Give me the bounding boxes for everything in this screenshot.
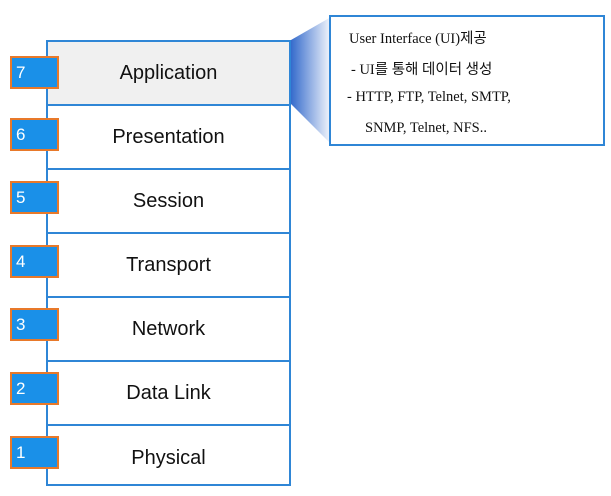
application-layer-callout: User Interface (UI)제공 - UI를 통해 데이터 생성 - … — [329, 15, 605, 146]
layer-number-badge: 4 — [10, 245, 59, 278]
layer-label: Network — [131, 317, 206, 340]
layer-label: Application — [119, 61, 218, 84]
layer-label: Session — [132, 189, 205, 212]
layer-label: Data Link — [126, 381, 211, 404]
layer-label: Presentation — [112, 125, 225, 148]
layer-number-badge: 3 — [10, 308, 59, 341]
layer-number-badge: 7 — [10, 56, 59, 89]
layer-session: Session — [48, 170, 289, 234]
layer-presentation: Presentation — [48, 106, 289, 170]
layer-number-badge: 5 — [10, 181, 59, 214]
callout-line: User Interface (UI)제공 — [349, 31, 487, 47]
layer-number-badge: 1 — [10, 436, 59, 469]
osi-layer-stack: Application Presentation Session Transpo… — [46, 40, 291, 486]
layer-transport: Transport — [48, 234, 289, 298]
callout-line: - UI를 통해 데이터 생성 — [351, 62, 493, 78]
layer-data-link: Data Link — [48, 362, 289, 426]
layer-number-badge: 6 — [10, 118, 59, 151]
layer-label: Transport — [126, 253, 211, 276]
layer-physical: Physical — [48, 426, 289, 490]
callout-line: - HTTP, FTP, Telnet, SMTP, — [347, 89, 511, 105]
layer-application: Application — [48, 42, 289, 106]
callout-line: SNMP, Telnet, NFS.. — [365, 120, 487, 136]
layer-network: Network — [48, 298, 289, 362]
layer-label: Physical — [131, 446, 206, 469]
layer-number-badge: 2 — [10, 372, 59, 405]
